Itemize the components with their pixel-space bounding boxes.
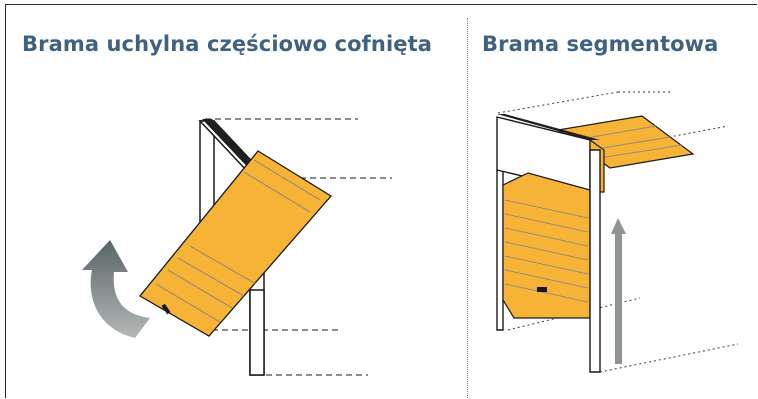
sectional-gate-title: Brama segmentowa bbox=[482, 32, 719, 56]
tilt-gate-illustration bbox=[82, 118, 392, 376]
panel-divider bbox=[467, 18, 468, 398]
sectional-panel-grooves bbox=[504, 199, 589, 303]
tilt-door-handle bbox=[161, 303, 171, 315]
sectional-header-top bbox=[497, 114, 600, 140]
tilt-door-grooves bbox=[155, 159, 321, 323]
tilt-rotation-arrow-icon bbox=[82, 240, 150, 338]
sectional-up-arrow-icon bbox=[611, 218, 626, 364]
tilt-dashed-guides bbox=[205, 118, 392, 376]
tilt-door-panel bbox=[139, 150, 332, 337]
sectional-left-post bbox=[496, 169, 504, 331]
sectional-door-handle bbox=[537, 287, 547, 292]
sectional-gate-illustration bbox=[496, 91, 739, 373]
diagram-frame bbox=[5, 4, 757, 398]
sectional-right-post bbox=[589, 149, 601, 373]
sectional-lower-panel bbox=[502, 172, 591, 319]
tilt-gate-title: Brama uchylna częściowo cofnięta bbox=[22, 32, 433, 56]
